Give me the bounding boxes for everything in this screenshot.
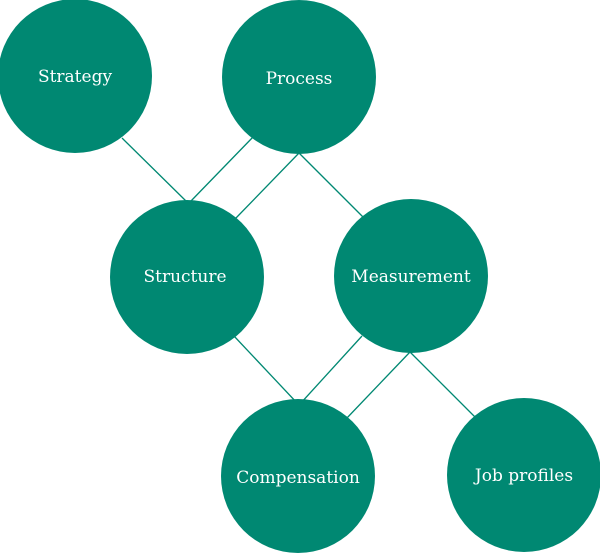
node-process-circle xyxy=(222,0,376,154)
node-measurement: Measurement xyxy=(334,199,488,353)
node-structure: Structure xyxy=(110,200,264,354)
node-compensation: Compensation xyxy=(221,399,375,553)
node-job-profiles-circle xyxy=(447,398,600,552)
edge-measurement-compensation-outer xyxy=(299,335,363,405)
edge-process-structure-outer xyxy=(189,135,255,203)
edge-measurement-compensation-inner xyxy=(345,351,411,420)
node-job-profiles: Job profiles xyxy=(447,398,600,552)
node-compensation-circle xyxy=(221,399,375,553)
edge-process-measurement xyxy=(298,152,365,219)
node-strategy-circle xyxy=(0,0,152,153)
node-process-label: Process xyxy=(266,69,333,89)
edge-structure-compensation xyxy=(233,335,299,405)
node-structure-label: Structure xyxy=(143,267,226,287)
node-job-profiles-label: Job profiles xyxy=(473,466,573,486)
node-strategy-label: Strategy xyxy=(38,67,113,87)
node-compensation-label: Compensation xyxy=(236,468,360,488)
node-measurement-label: Measurement xyxy=(351,267,471,287)
node-process: Process xyxy=(222,0,376,154)
node-measurement-circle xyxy=(334,199,488,353)
node-structure-circle xyxy=(110,200,264,354)
connector-lines xyxy=(121,135,478,420)
node-strategy: Strategy xyxy=(0,0,152,153)
edge-strategy-structure xyxy=(121,137,188,203)
edge-process-structure-inner xyxy=(235,152,300,219)
edge-measurement-job-profiles xyxy=(409,351,478,420)
